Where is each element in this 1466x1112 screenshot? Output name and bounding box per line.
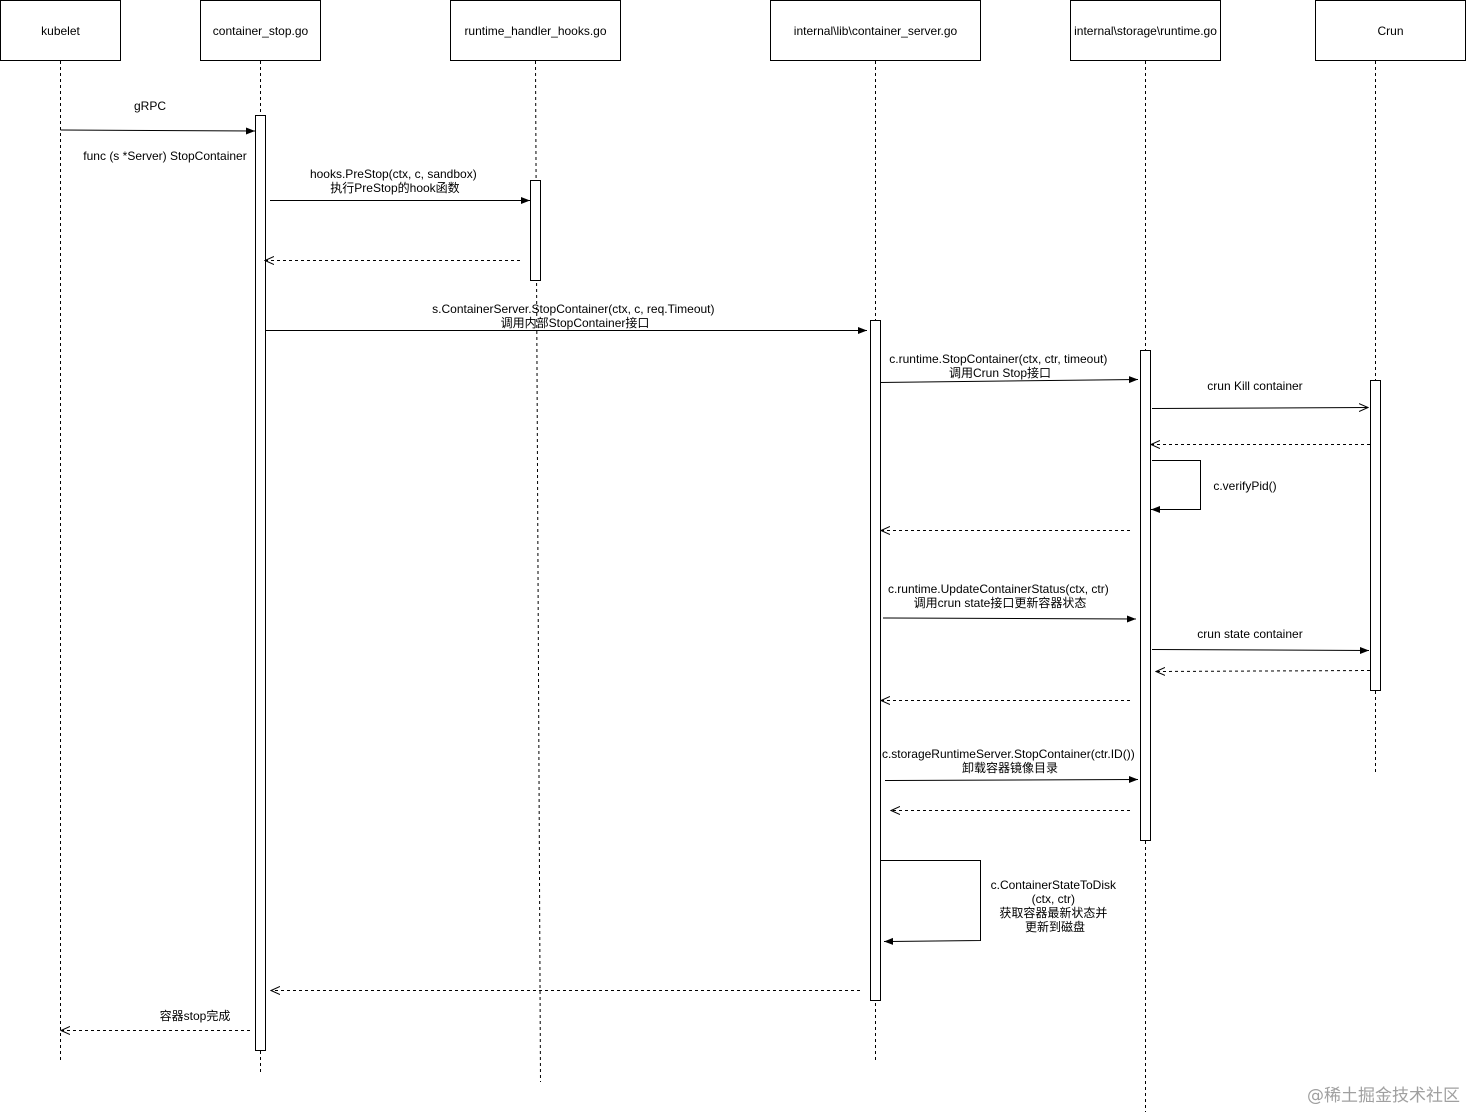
message-stopcontainer-func-line-1: func (s *Server) StopContainer	[83, 149, 246, 163]
message-crun-kill-label: crun Kill container	[1207, 379, 1302, 393]
message-prestop-label: hooks.PreStop(ctx, c, sandbox) 执行PreStop…	[310, 167, 480, 195]
message-update-status-arrow[interactable]	[882, 615, 1137, 623]
return-crun-state-arrow[interactable]	[1156, 671, 1371, 672]
message-verifypid-line-1: c.verifyPid()	[1213, 479, 1276, 493]
participant-box-runtime-hooks[interactable]	[450, 0, 621, 61]
message-update-status-label: c.runtime.UpdateContainerStatus(ctx, ctr…	[888, 582, 1112, 610]
message-storage-stopcontainer-arrow[interactable]	[884, 776, 1139, 784]
participant-box-kubelet[interactable]	[0, 0, 121, 61]
message-storage-stopcontainer-line-2: 卸载容器镜像目录	[962, 760, 1058, 775]
message-storage-stopcontainer-line-1: c.storageRuntimeServer.StopContainer(ctr…	[882, 747, 1135, 761]
message-state-to-disk-line-3: 获取容器最新状态并	[999, 905, 1107, 920]
message-crun-state-line-1: crun state container	[1197, 627, 1302, 641]
message-runtime-stopcontainer-line-2: 调用Crun Stop接口	[949, 365, 1051, 380]
participant-label-crun: Crun	[1377, 24, 1403, 38]
activations	[255, 115, 1381, 1051]
message-stopcontainer-func-label: func (s *Server) StopContainer	[83, 149, 246, 163]
message-grpc-arrow[interactable]	[60, 127, 256, 135]
message-state-to-disk-arrow[interactable]	[880, 860, 981, 945]
activation-container-server	[870, 320, 881, 1001]
participant-label-storage-runtime: internal\storage\runtime.go	[1074, 24, 1217, 38]
participant-box-container-stop[interactable]	[200, 0, 321, 61]
message-update-status-line-1: c.runtime.UpdateContainerStatus(ctx, ctr…	[888, 582, 1109, 596]
message-state-to-disk-line-1: c.ContainerStateToDisk	[991, 878, 1117, 892]
message-crun-state-arrow[interactable]	[1151, 646, 1370, 654]
participant-box-storage-runtime[interactable]	[1070, 0, 1221, 61]
watermark: @稀土掘金技术社区	[1307, 1086, 1460, 1106]
message-verifypid-label: c.verifyPid()	[1213, 479, 1276, 493]
activation-container-stop	[255, 115, 266, 1051]
message-verifypid-arrow[interactable]	[1151, 460, 1201, 513]
message-update-status-line-2: 调用crun state接口更新容器状态	[914, 595, 1087, 610]
participant-label-kubelet: kubelet	[41, 24, 80, 38]
participant-box-container-server[interactable]	[770, 0, 981, 61]
message-crun-state-label: crun state container	[1197, 627, 1302, 641]
message-prestop-line-2: 执行PreStop的hook函数	[330, 180, 459, 195]
activation-crun	[1370, 380, 1381, 691]
message-server-stopcontainer-line-1: s.ContainerServer.StopContainer(ctx, c, …	[432, 302, 714, 316]
message-grpc-line-1: gRPC	[134, 99, 166, 113]
participant-label-container-server: internal\lib\container_server.go	[794, 24, 958, 38]
message-storage-stopcontainer-label: c.storageRuntimeServer.StopContainer(ctr…	[882, 747, 1138, 775]
message-runtime-stopcontainer-line-1: c.runtime.StopContainer(ctx, ctr, timeou…	[889, 352, 1107, 366]
message-stop-complete-label: 容器stop完成	[160, 1008, 231, 1023]
message-grpc-label: gRPC	[134, 99, 166, 113]
message-server-stopcontainer-line-2: 调用内部StopContainer接口	[501, 315, 650, 330]
message-state-to-disk-line-4: 更新到磁盘	[1025, 919, 1085, 934]
message-stop-complete-line-1: 容器stop完成	[160, 1008, 231, 1023]
participant-label-container-stop: container_stop.go	[213, 24, 309, 38]
activation-runtime-hooks	[530, 180, 541, 281]
message-runtime-stopcontainer-label: c.runtime.StopContainer(ctx, ctr, timeou…	[889, 352, 1110, 380]
message-server-stopcontainer-label: s.ContainerServer.StopContainer(ctx, c, …	[432, 302, 718, 330]
message-state-to-disk-line-2: (ctx, ctr)	[1032, 892, 1075, 906]
messages: gRPC func (s *Server) StopContainer hook…	[61, 99, 1371, 1031]
message-runtime-stopcontainer-arrow[interactable]	[879, 376, 1139, 384]
participant-label-runtime-hooks: runtime_handler_hooks.go	[464, 24, 606, 38]
participants: kubelet container_stop.go runtime_handle…	[0, 0, 1466, 61]
message-state-to-disk-label: c.ContainerStateToDisk (ctx, ctr) 获取容器最新…	[991, 878, 1120, 934]
message-crun-kill-arrow[interactable]	[1151, 408, 1368, 409]
message-crun-kill-line-1: crun Kill container	[1207, 379, 1302, 393]
activation-storage-runtime	[1140, 350, 1151, 841]
message-prestop-line-1: hooks.PreStop(ctx, c, sandbox)	[310, 167, 477, 181]
